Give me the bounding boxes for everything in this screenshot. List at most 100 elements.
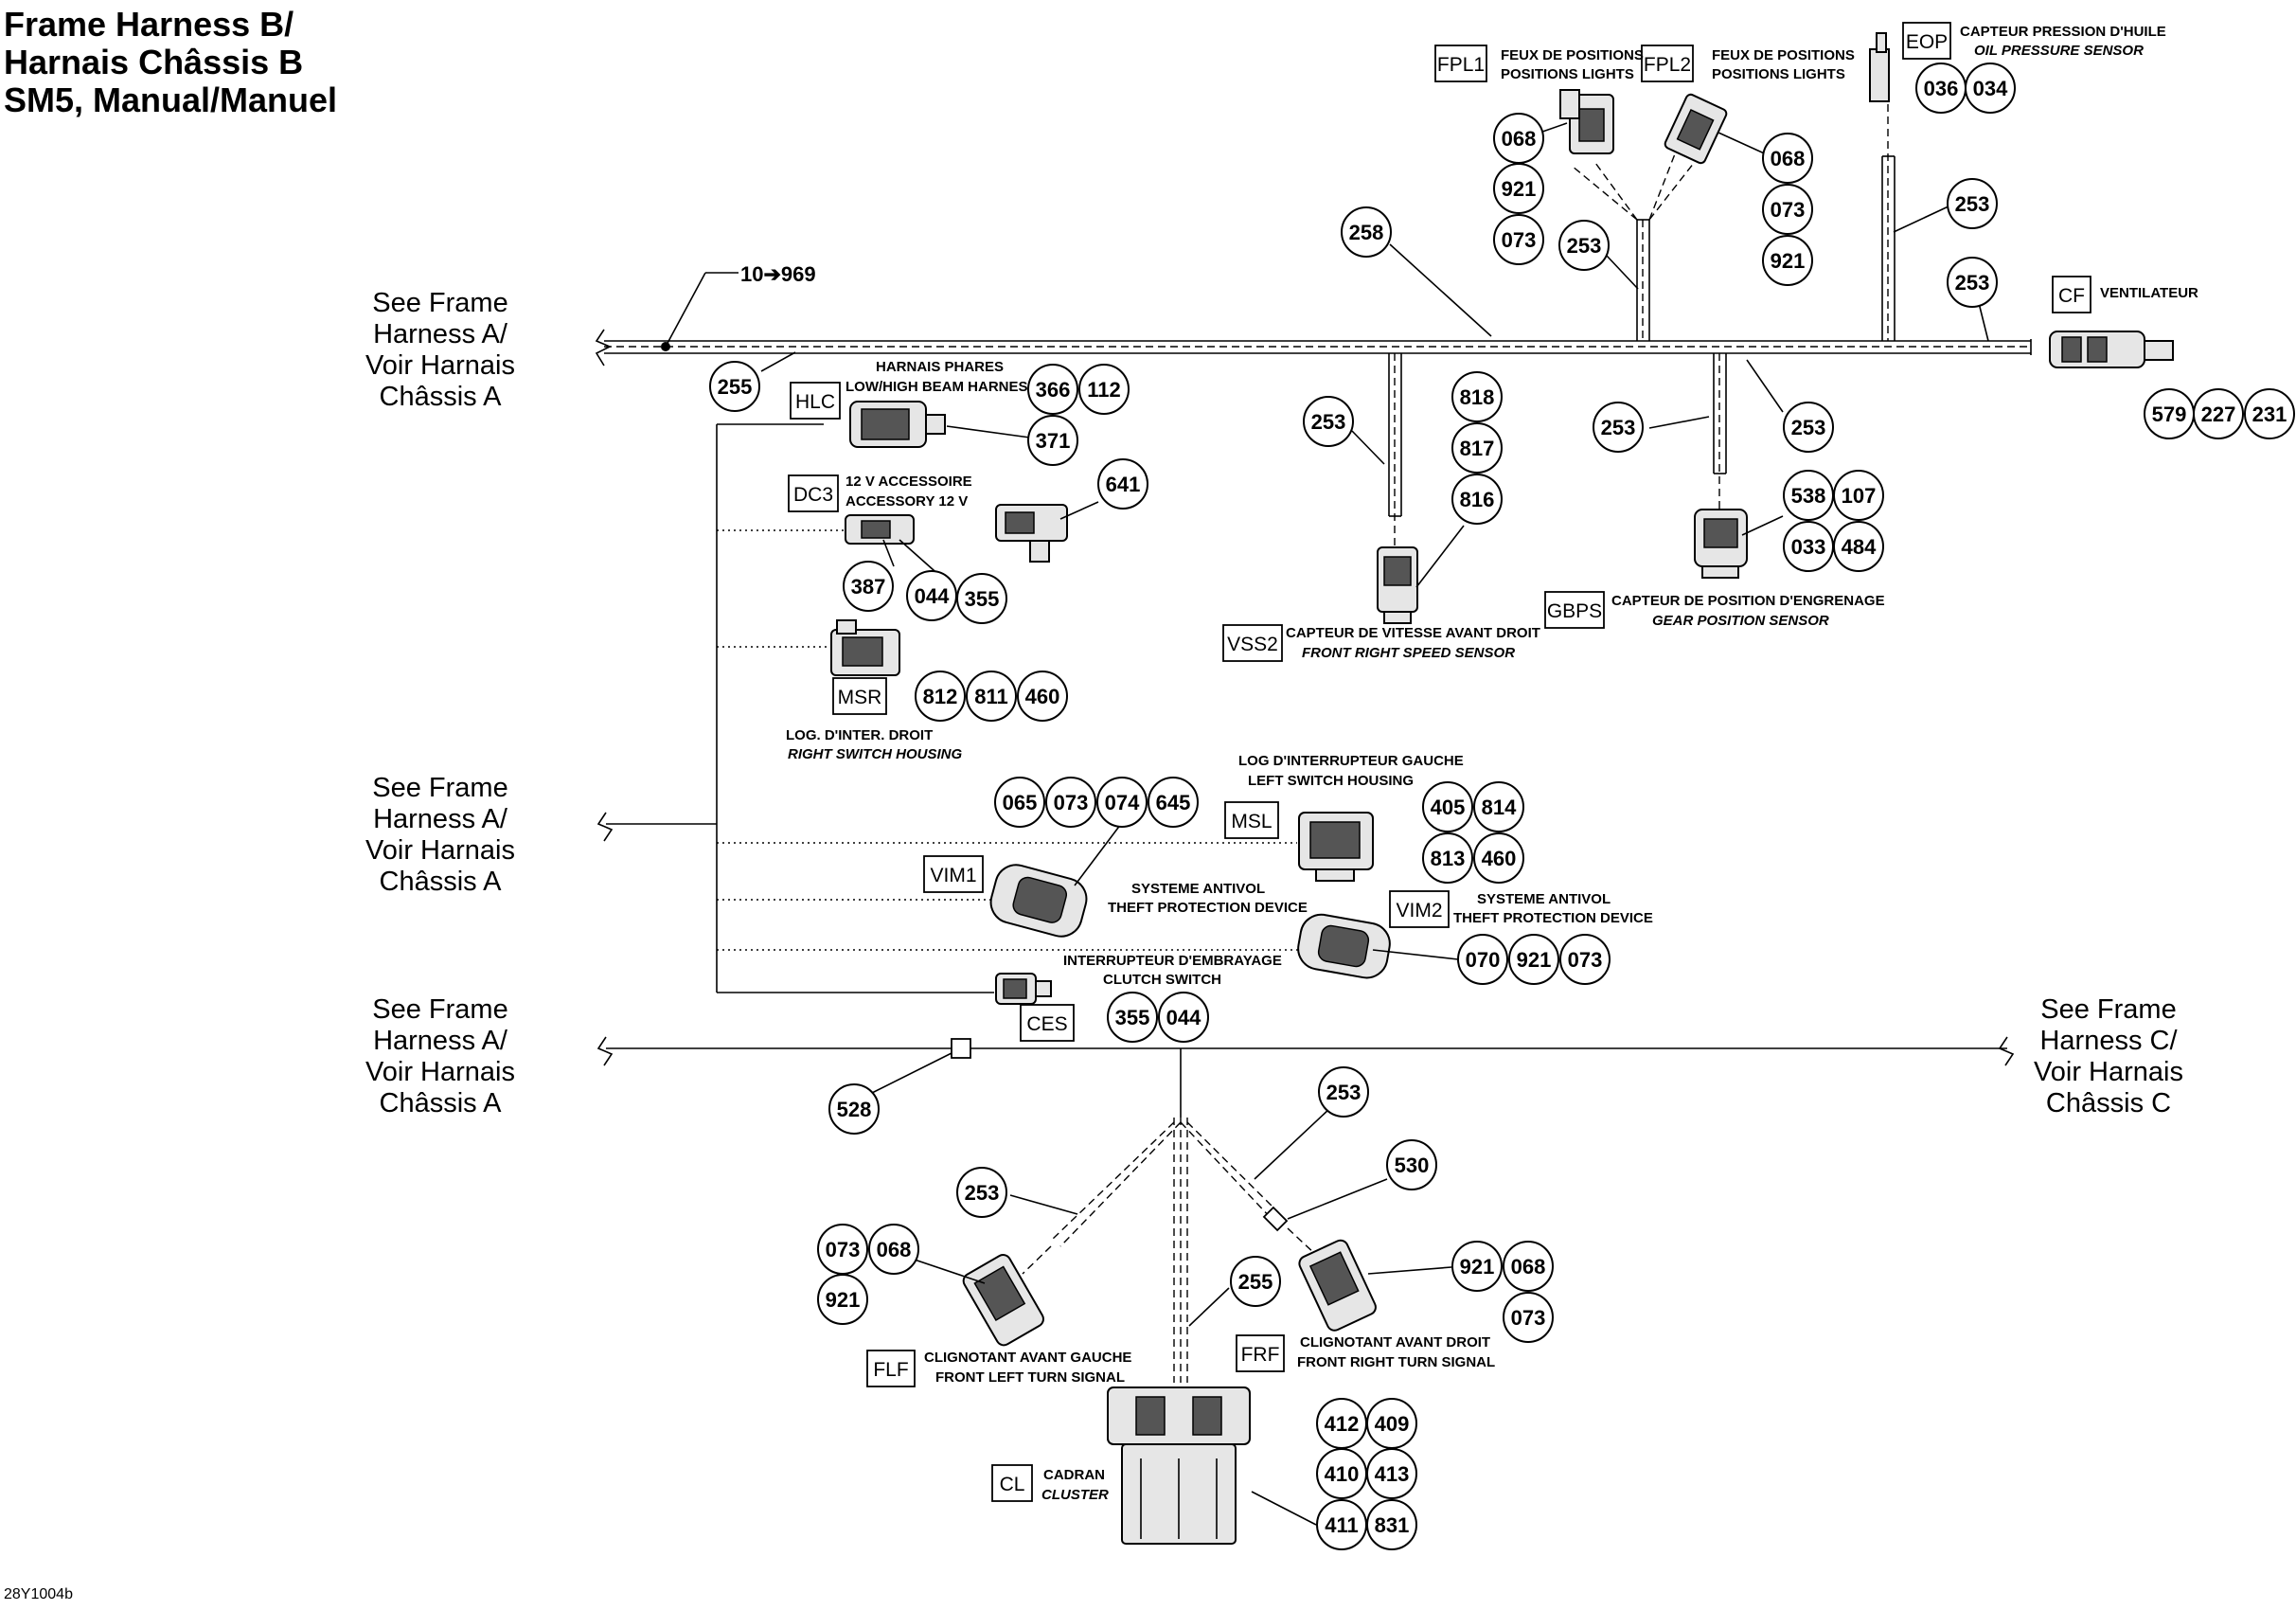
fpl2-code-box: FPL2 [1641,45,1694,82]
ref-circle: 921 [1508,934,1559,985]
ces-label-en: CLUTCH SWITCH [1103,972,1221,988]
ref-circle: 068 [1762,133,1813,184]
svg-text:253: 253 [1311,410,1346,434]
see-frame-a-top-line-4: Châssis A [380,382,503,412]
ref-circle: 253 [1593,402,1644,453]
figure-code: 28Y1004b [4,1586,73,1602]
vim1-label-fr: SYSTEME ANTIVOL [1131,881,1265,897]
ref-circle: 073 [1045,777,1096,828]
svg-text:253: 253 [1601,416,1636,439]
see-frame-a-middle: See Frame Harness A/ Voir Harnais Châssi… [365,773,515,897]
ref-circle: 355 [1107,992,1158,1043]
ref-circle: 255 [1230,1256,1281,1307]
ref-circle: 253 [1783,402,1834,453]
svg-text:814: 814 [1482,796,1517,819]
hlc-connector-icon [849,401,946,448]
svg-text:065: 065 [1003,791,1038,814]
ces-label: INTERRUPTEUR D'EMBRAYAGE CLUTCH SWITCH [1063,953,1282,988]
fpl1-label-en: POSITIONS LIGHTS [1501,66,1634,82]
left-vertical-bus [596,423,1307,993]
title-line-1: Frame Harness B/ [4,5,294,44]
gbps-label-fr: CAPTEUR DE POSITION D'ENGRENAGE [1611,593,1885,609]
frf-connector-icon [1298,1239,1377,1332]
ref-circle: 409 [1366,1398,1417,1449]
frf-label-fr: CLIGNOTANT AVANT DROIT [1300,1334,1490,1351]
svg-text:816: 816 [1460,488,1495,511]
ref-circle: 387 [843,561,894,612]
svg-text:538: 538 [1791,484,1826,508]
ref-circle: 831 [1366,1499,1417,1550]
gbps-branch [1713,353,1727,511]
flf-connector-icon [962,1254,1044,1347]
svg-text:413: 413 [1375,1462,1410,1486]
ref-circle: 073 [1559,934,1611,985]
fpl1-label: FEUX DE POSITIONS POSITIONS LIGHTS [1501,47,1644,82]
flf-label-en: FRONT LEFT TURN SIGNAL [935,1369,1125,1386]
frf-label-en: FRONT RIGHT TURN SIGNAL [1297,1354,1495,1370]
dc3-connector-icon [845,504,1068,563]
svg-text:073: 073 [1502,228,1537,252]
eop-label-fr: CAPTEUR PRESSION D'HUILE [1960,24,2166,40]
hlc-label-en: LOW/HIGH BEAM HARNESS [845,379,1038,395]
ref-circle: 366 [1027,364,1078,415]
vim2-label: SYSTEME ANTIVOL THEFT PROTECTION DEVICE [1453,891,1653,926]
svg-text:255: 255 [718,375,753,399]
frf-code: FRF [1241,1344,1280,1366]
fpl2-connector-icon [1664,93,1728,165]
cl-label: CADRAN CLUSTER [1041,1467,1109,1503]
svg-text:068: 068 [1502,127,1537,151]
ces-code-box: CES [1020,1004,1075,1042]
vim2-label-fr: SYSTEME ANTIVOL [1477,891,1611,907]
svg-text:831: 831 [1375,1513,1410,1537]
fpl2-code: FPL2 [1644,54,1691,76]
cf-label: VENTILATEUR [2100,285,2198,301]
break-symbol-middle [596,812,614,842]
dc3-code: DC3 [793,484,833,506]
reference-circles: 068 921 073 068 073 921 036 034 253 253 … [709,63,2295,1550]
see-frame-a-middle-line-4: Châssis A [380,867,503,897]
ref-circle: 253 [1303,396,1354,447]
see-frame-a-top-line-1: See Frame [372,288,507,318]
svg-text:355: 355 [1115,1006,1150,1029]
msl-label-fr: LOG D'INTERRUPTEUR GAUCHE [1238,753,1464,769]
ref-circle: 411 [1316,1499,1367,1550]
ces-code: CES [1026,1013,1067,1035]
ref-circle: 460 [1473,832,1524,884]
svg-text:410: 410 [1325,1462,1360,1486]
svg-text:641: 641 [1106,473,1141,496]
see-frame-c-line-1: See Frame [2040,994,2176,1025]
ref-circle: 253 [1318,1066,1369,1118]
flf-label-fr: CLIGNOTANT AVANT GAUCHE [924,1350,1131,1366]
vim2-label-en: THEFT PROTECTION DEVICE [1453,910,1653,926]
msr-label-en: RIGHT SWITCH HOUSING [788,746,962,762]
gbps-label-en: GEAR POSITION SENSOR [1652,613,1829,629]
ref-circle: 413 [1366,1448,1417,1499]
see-frame-c-line-2: Harness C/ [2039,1026,2178,1056]
ref-circle: 641 [1097,458,1148,510]
dc3-label-fr: 12 V ACCESSOIRE [845,474,972,490]
ref-circle: 405 [1422,781,1473,832]
vss2-label: CAPTEUR DE VITESSE AVANT DROIT FRONT RIG… [1286,625,1540,661]
msl-code: MSL [1231,811,1272,832]
see-frame-a-bottom-line-1: See Frame [372,994,507,1025]
svg-text:817: 817 [1460,437,1495,460]
vim1-label-en: THEFT PROTECTION DEVICE [1108,900,1308,916]
svg-text:073: 073 [1511,1306,1546,1330]
dc3-label-en: ACCESSORY 12 V [845,493,968,510]
ref-circle: 460 [1017,671,1068,722]
frf-label: CLIGNOTANT AVANT DROIT FRONT RIGHT TURN … [1297,1334,1495,1370]
svg-text:366: 366 [1036,378,1071,402]
ref-circle: 073 [1503,1292,1554,1343]
see-frame-c-line-3: Voir Harnais [2034,1057,2183,1087]
svg-text:528: 528 [837,1098,872,1121]
fpl2-label-fr: FEUX DE POSITIONS [1712,47,1855,63]
hlc-label: HARNAIS PHARES LOW/HIGH BEAM HARNESS [845,359,1038,395]
msl-code-box: MSL [1224,801,1279,839]
svg-text:253: 253 [1955,271,1990,295]
svg-text:813: 813 [1431,847,1466,870]
ref-circle: 073 [1493,214,1544,265]
cf-connector-icon [2049,331,2174,368]
vim1-code-box: VIM1 [923,855,984,893]
see-frame-a-top: See Frame Harness A/ Voir Harnais Châssi… [365,288,515,412]
